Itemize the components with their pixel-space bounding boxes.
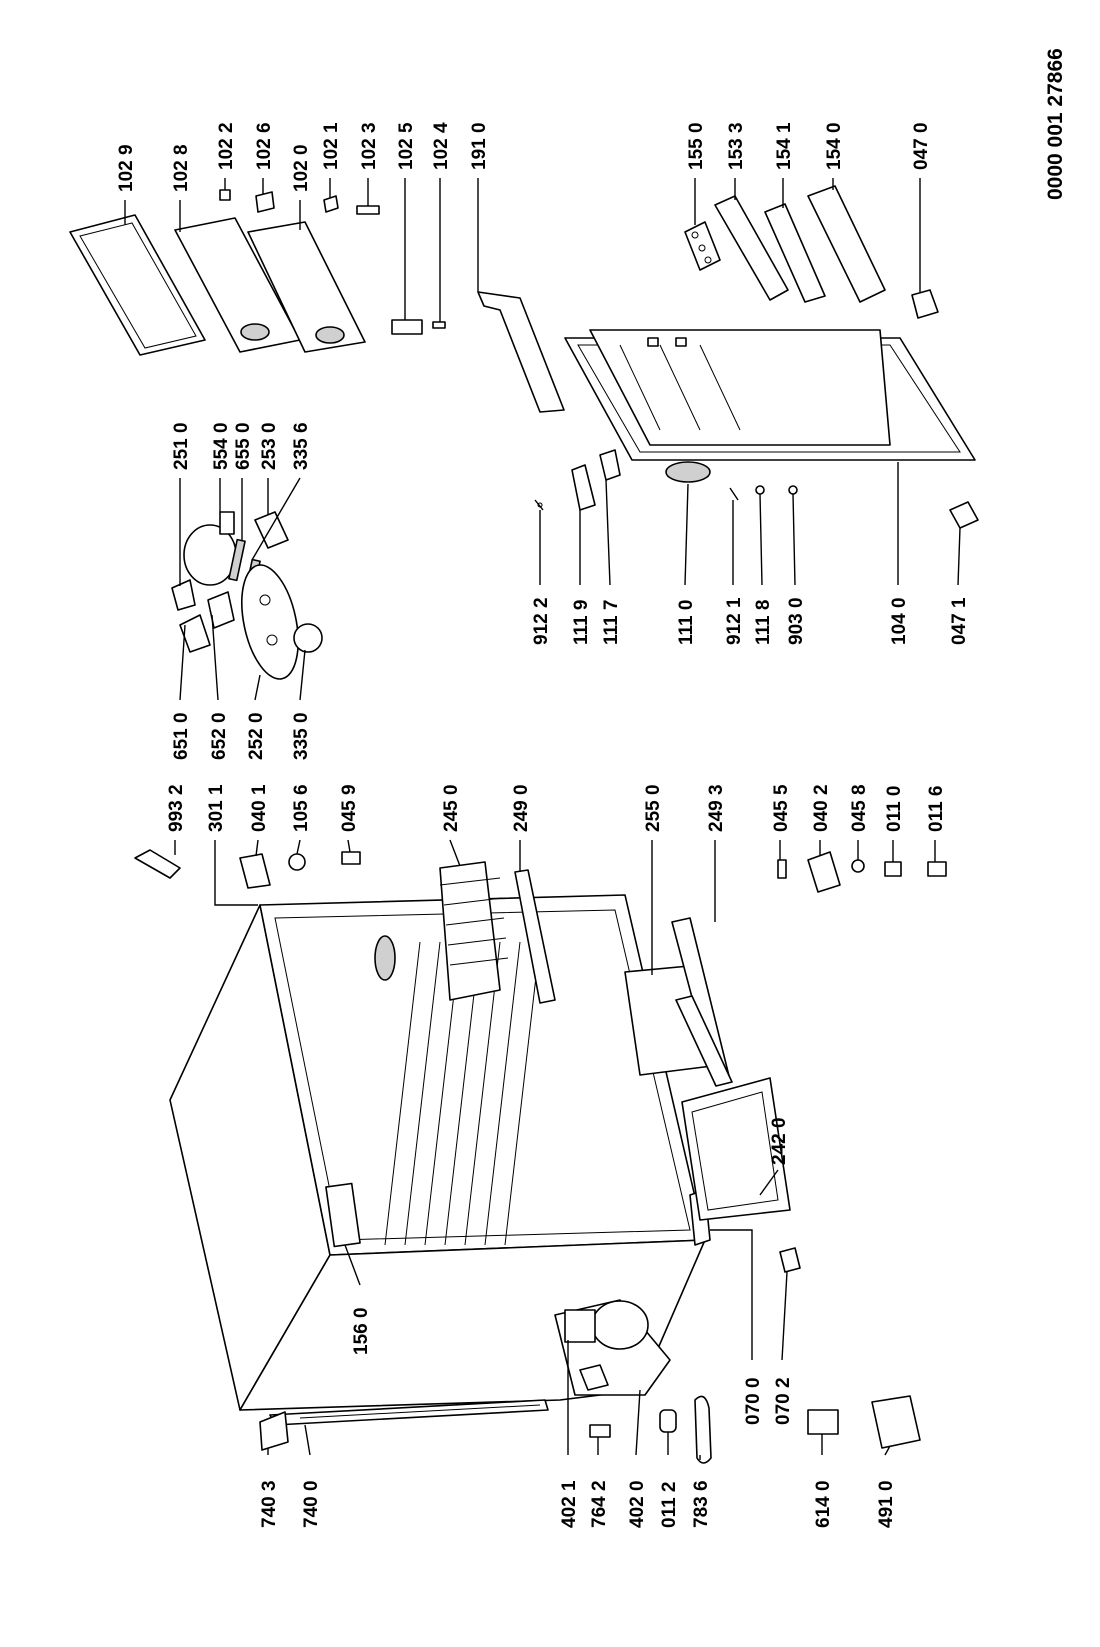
part-label: 655 0	[233, 422, 254, 470]
part-label: 047 1	[949, 597, 970, 645]
part-label: 903 0	[786, 597, 807, 645]
document-number: 0000 001 27866	[1044, 48, 1067, 200]
part-label: 993 2	[166, 784, 187, 832]
part-label: 102 6	[254, 122, 275, 170]
part-label: 102 8	[171, 144, 192, 192]
part-label: 251 0	[171, 422, 192, 470]
part-label: 070 0	[743, 1377, 764, 1425]
part-label: 102 4	[431, 122, 452, 170]
part-label: 153 3	[726, 122, 747, 170]
part-label: 252 0	[246, 712, 267, 760]
part-label: 249 3	[706, 784, 727, 832]
part-label: 105 6	[291, 784, 312, 832]
cabinet-shelf-rails	[384, 941, 541, 1246]
part-label: 102 5	[396, 122, 417, 170]
part-label: 242 0	[769, 1117, 790, 1165]
part-label: 253 0	[259, 422, 280, 470]
part-label: 402 0	[627, 1480, 648, 1528]
part-labels: 102 9 102 8 102 2 102 6 102 0 102 1 102 …	[116, 122, 970, 1528]
part-label: 491 0	[876, 1480, 897, 1528]
part-label: 245 0	[441, 784, 462, 832]
part-label: 155 0	[686, 122, 707, 170]
part-label: 111 0	[676, 600, 697, 645]
part-label: 045 8	[849, 784, 870, 832]
part-label: 255 0	[643, 784, 664, 832]
crisper-cover-parts	[69, 189, 565, 413]
wire-shelf-grid	[439, 877, 509, 966]
part-label: 045 5	[771, 784, 792, 832]
part-label: 156 0	[351, 1307, 372, 1355]
part-label: 111 7	[601, 600, 622, 645]
part-label: 912 1	[724, 597, 745, 645]
lamp-thermostat-parts	[171, 511, 323, 680]
part-label: 102 2	[216, 122, 237, 170]
leader-lines	[124, 178, 961, 1460]
part-label: 554 0	[211, 422, 232, 470]
door-parts	[534, 329, 979, 529]
part-label: 104 0	[889, 597, 910, 645]
part-label: 651 0	[171, 712, 192, 760]
part-label: 102 0	[291, 144, 312, 192]
part-label: 102 3	[359, 122, 380, 170]
door-bin-parts	[684, 185, 939, 319]
part-label: 301 1	[206, 784, 227, 832]
part-label: 402 1	[559, 1480, 580, 1528]
part-label: 070 2	[773, 1377, 794, 1425]
part-label: 040 1	[249, 784, 270, 832]
part-label: 783 6	[691, 1480, 712, 1528]
part-label: 191 0	[469, 122, 490, 170]
part-label: 102 1	[321, 122, 342, 170]
part-label: 011 0	[884, 786, 905, 833]
part-label: 154 0	[824, 122, 845, 170]
part-label: 111 8	[753, 600, 774, 645]
part-label: 335 6	[291, 422, 312, 470]
part-label: 047 0	[911, 122, 932, 170]
part-label: 614 0	[813, 1480, 834, 1528]
part-label: 111 9	[571, 600, 592, 645]
part-label: 764 2	[589, 1480, 610, 1528]
cabinet-parts	[169, 861, 801, 1464]
part-label: 740 3	[259, 1480, 280, 1528]
part-label: 652 0	[209, 712, 230, 760]
part-label: 154 1	[774, 122, 795, 170]
part-label: 912 2	[531, 597, 552, 645]
part-label: 045 9	[339, 784, 360, 832]
part-label: 102 9	[116, 144, 137, 192]
part-label: 335 0	[291, 712, 312, 760]
part-label: 011 2	[659, 1482, 680, 1529]
cabinet-small-parts	[134, 849, 947, 1449]
part-label: 740 0	[301, 1480, 322, 1528]
part-label: 011 6	[926, 786, 947, 833]
part-label: 249 0	[511, 784, 532, 832]
part-label: 040 2	[811, 784, 832, 832]
